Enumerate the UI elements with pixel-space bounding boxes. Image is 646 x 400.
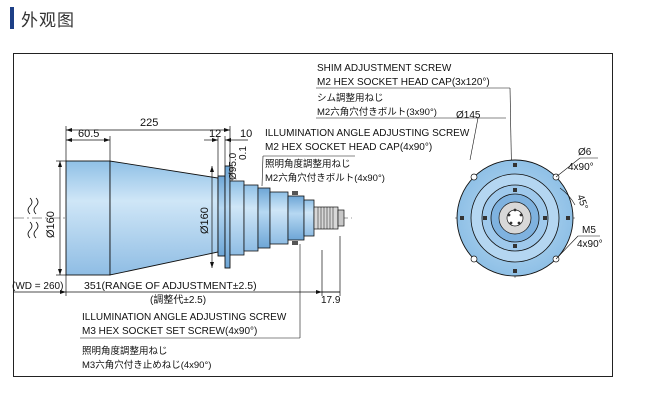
dim-160-left: Ø160: [45, 211, 57, 238]
connector: [313, 206, 339, 230]
break-symbol: [27, 197, 39, 239]
dim-0-1: 0.1: [238, 146, 249, 160]
connector-tip: [337, 209, 345, 227]
front-leaders: [555, 157, 600, 260]
illum-bot-jp-spec: M3六角穴付き止めねじ(4x90°): [82, 359, 211, 371]
dim-wd: (WD = 260): [12, 281, 63, 292]
section-heading: 外观图: [10, 6, 75, 31]
illum-top-spec: M2 HEX SOCKET HEAD CAP(4x90°): [265, 142, 432, 153]
step-section-3: [257, 187, 271, 249]
connector-threads: [317, 207, 334, 229]
dim-160-mid: Ø160: [199, 207, 211, 234]
dim-range: 351(RANGE OF ADJUSTMENT±2.5): [84, 280, 257, 292]
shim-spec: M2 HEX SOCKET HEAD CAP(3x120°): [317, 77, 490, 88]
heading-accent-bar: [10, 7, 14, 29]
shim-jp-spec: M2六角穴付きボルト(3x90°): [317, 106, 437, 118]
illum-top-jp-title: 照明角度調整用ねじ: [265, 158, 351, 170]
dim-17-9: 17.9: [321, 295, 341, 306]
dim-145: Ø145: [456, 110, 481, 121]
screw-head-top: [292, 191, 298, 195]
screw-head-bottom: [292, 241, 298, 245]
step-section-2: [243, 184, 259, 252]
dim-225: 225: [140, 117, 158, 129]
step-section-4: [269, 191, 289, 245]
small-screws: [460, 163, 570, 273]
page-title: 外观图: [21, 10, 75, 31]
shim-title: SHIM ADJUSTMENT SCREW: [317, 63, 452, 74]
side-view: [14, 160, 352, 276]
front-connector-center: [506, 209, 524, 227]
dimension-lines: [14, 126, 341, 296]
hole-count-6: 4x90°: [568, 162, 594, 173]
drawing-frame: [13, 53, 613, 377]
dim-6: Ø6: [578, 147, 592, 158]
m5-count: 4x90°: [577, 239, 603, 250]
angle-45: 45°: [574, 193, 590, 211]
m5-label: M5: [582, 225, 596, 236]
illum-bot-spec: M3 HEX SOCKET SET SCREW(4x90°): [82, 326, 257, 337]
illum-bot-title: ILLUMINATION ANGLE ADJUSTING SCREW: [82, 312, 287, 323]
illum-bot-jp-title: 照明角度調整用ねじ: [82, 345, 168, 357]
main-cylinder: [65, 160, 111, 276]
step-section-5: [287, 195, 305, 241]
dim-10: 10: [240, 128, 252, 140]
dim-95: Ø95.0: [228, 152, 239, 180]
step-section-6: [303, 199, 315, 237]
dim-range-jp: (調整代±2.5): [150, 293, 206, 306]
dimension-arrows: [58, 128, 322, 294]
connector-pins: [507, 208, 523, 225]
flange: [224, 165, 231, 269]
illum-top-jp-spec: M2六角穴付きボルト(4x90°): [265, 172, 385, 184]
dim-60-5: 60.5: [78, 128, 99, 140]
step-section-1: [229, 180, 245, 256]
dim-12: 12: [209, 128, 221, 140]
illum-top-title: ILLUMINATION ANGLE ADJUSTING SCREW: [265, 128, 470, 139]
adjust-ring: [217, 175, 226, 257]
shim-jp-title: シム調整用ねじ: [317, 92, 384, 104]
front-view: [455, 159, 575, 278]
